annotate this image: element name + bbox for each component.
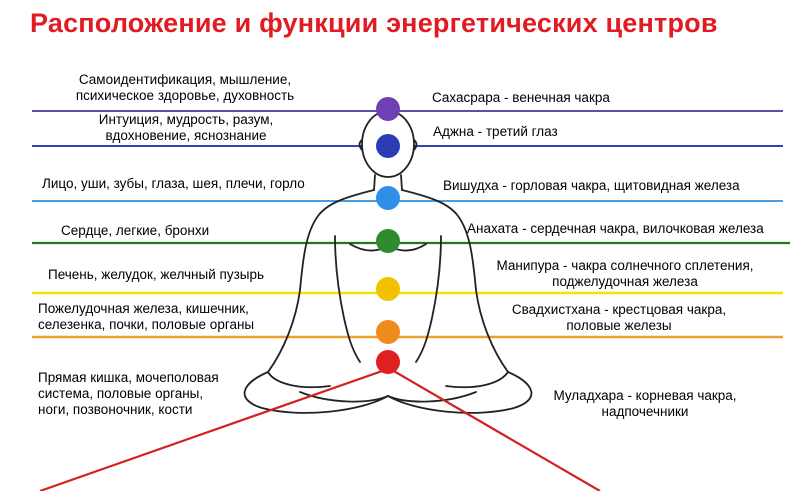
chakra-label-muladhara: Муладхара - корневая чакра, надпочечники	[530, 388, 760, 420]
chakra-label-line: половые железы	[566, 318, 672, 333]
chakra-label-manipura: Манипура - чакра солнечного сплетения, п…	[476, 258, 774, 290]
chakra-dot-sahasrara	[376, 97, 400, 121]
function-label-line: система, половые органы,	[38, 386, 204, 401]
chakra-label-line: Свадхистхана - крестцовая чакра,	[511, 302, 727, 317]
chakra-label-ajna: Аджна - третий глаз	[433, 124, 558, 139]
chakra-label-anahata: Анахата - сердечная чакра, вилочковая же…	[467, 221, 764, 236]
root-ray-left	[39, 368, 386, 491]
root-ray-right	[391, 369, 601, 491]
function-label-root: Прямая кишка, мочеполовая система, полов…	[38, 370, 219, 418]
function-label-line: Самоидентификация, мышление,	[78, 72, 292, 87]
function-label-third-eye: Интуиция, мудрость, разум, вдохновение, …	[86, 112, 286, 144]
chakra-dot-vishuddha	[376, 186, 400, 210]
chakra-dot-manipura	[376, 277, 400, 301]
function-label-line: селезенка, почки, половые органы	[38, 317, 255, 332]
chakra-label-sahasrara: Сахасрара - венечная чакра	[432, 90, 610, 105]
function-label-line: ноги, позвоночник, кости	[38, 402, 193, 417]
chakra-dot-ajna	[376, 134, 400, 158]
function-label-line: вдохновение, яснознание	[105, 128, 267, 143]
chakra-label-vishuddha: Вишудха - горловая чакра, щитовидная жел…	[443, 178, 740, 193]
function-label-heart: Сердце, легкие, бронхи	[61, 223, 210, 238]
chakra-label-line: Манипура - чакра солнечного сплетения,	[496, 258, 754, 273]
chakra-dots	[376, 97, 400, 374]
chakra-label-line: Муладхара - корневая чакра,	[553, 388, 737, 403]
chakra-label-line: поджелудочная железа	[552, 274, 698, 289]
chakra-label-svadhisthana: Свадхистхана - крестцовая чакра, половые…	[484, 302, 754, 334]
chakra-label-line: надпочечники	[601, 404, 689, 419]
function-label-line: Прямая кишка, мочеполовая	[38, 370, 219, 385]
page-title: Расположение и функции энергетических це…	[30, 8, 718, 38]
chakra-dot-muladhara	[376, 350, 400, 374]
chakra-dot-anahata	[376, 229, 400, 253]
function-label-line: Интуиция, мудрость, разум,	[98, 112, 274, 127]
function-label-crown: Самоидентификация, мышление, психическое…	[60, 72, 310, 104]
chakra-dot-svadhisthana	[376, 320, 400, 344]
function-label-line: психическое здоровье, духовность	[75, 88, 295, 103]
function-label-sacral: Пожелудочная железа, кишечник, селезенка…	[38, 301, 254, 333]
function-label-throat: Лицо, уши, зубы, глаза, шея, плечи, горл…	[42, 176, 305, 191]
function-label-solar-plexus: Печень, желудок, желчный пузырь	[48, 267, 265, 282]
function-label-line: Пожелудочная железа, кишечник,	[38, 301, 249, 316]
